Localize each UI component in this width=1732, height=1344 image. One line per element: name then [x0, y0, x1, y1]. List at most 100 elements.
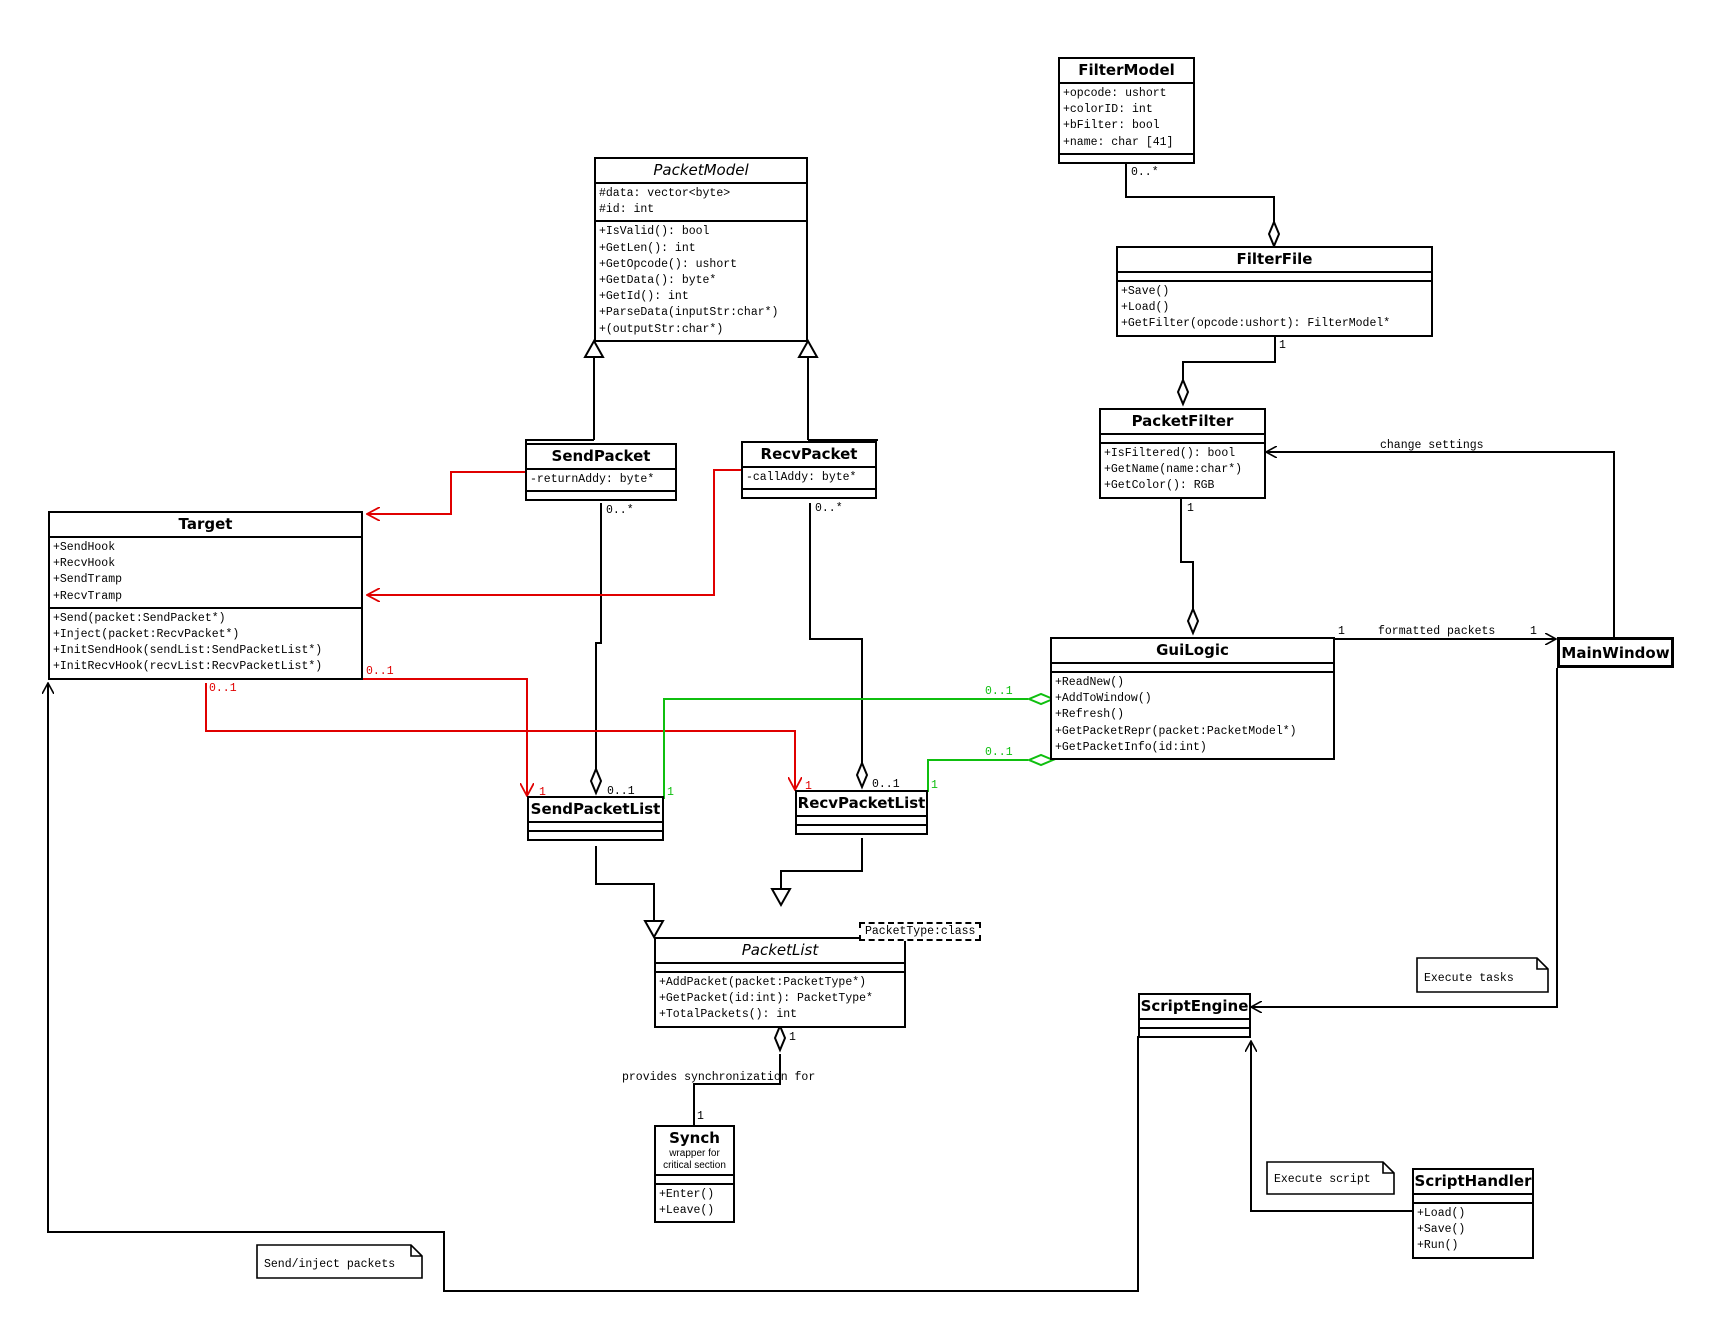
operation: +Send(packet:SendPacket*) — [53, 611, 226, 625]
class-send-packet[interactable]: SendPacket -returnAddy: byte* — [525, 443, 677, 502]
operation: +IsFiltered(): bool — [1104, 447, 1236, 460]
note-text: Execute script — [1274, 1173, 1371, 1186]
note-text: Execute tasks — [1424, 972, 1514, 985]
operations-compartment — [1140, 1027, 1249, 1036]
association-label: provides synchronization for — [622, 1071, 816, 1084]
class-name: Synch — [669, 1129, 720, 1147]
operation: +GetPacket(id:int): PacketType* — [659, 992, 873, 1006]
class-recv-packet[interactable]: RecvPacket -callAddy: byte* — [741, 441, 877, 500]
multiplicity-label: 1 — [1187, 502, 1194, 515]
se-target-send-inject — [48, 683, 1139, 1292]
operation: +GetColor(): RGB — [1104, 479, 1215, 493]
operation: +GetOpcode(): ushort — [599, 257, 738, 271]
operation: +GetId(): int — [599, 290, 689, 304]
multiplicity-label: 1 — [697, 1110, 704, 1123]
multiplicity-label: 1 — [805, 780, 812, 793]
multiplicity-label: 1 — [931, 779, 938, 792]
note-frame — [1266, 1161, 1395, 1195]
operation: +(outputStr:char*) — [599, 322, 724, 336]
attribute: -callAddy: byte* — [746, 471, 857, 484]
stereotype-line: wrapper for — [669, 1148, 720, 1159]
operation: +GetData(): byte* — [599, 274, 717, 288]
attribute: +opcode: ushort — [1063, 87, 1167, 100]
multiplicity-label: 0..1 — [607, 785, 635, 798]
class-name: FilterModel — [1078, 61, 1175, 79]
class-name: MainWindow — [1561, 644, 1670, 662]
operation: +InitRecvHook(recvList:RecvPacketList*) — [53, 660, 323, 674]
operation: +GetPacketRepr(packet:PacketModel*) — [1055, 724, 1297, 738]
note-execute-script: Execute script — [1266, 1161, 1395, 1195]
class-send-packet-list[interactable]: SendPacketList — [527, 796, 664, 841]
operation: +GetName(name:char*) — [1104, 463, 1243, 477]
attributes-compartment — [1118, 271, 1431, 280]
spl-pl-generalization — [595, 846, 665, 940]
ff-pf-aggregation — [1176, 334, 1276, 407]
note-frame — [1416, 957, 1549, 993]
pf-gl-aggregation — [1180, 499, 1200, 636]
class-packet-list[interactable]: PacketList +AddPacket(packet:PacketType*… — [654, 937, 906, 1028]
attribute: +name: char [41] — [1063, 135, 1174, 149]
operations-compartment: +Send(packet:SendPacket*) +Inject(packet… — [50, 606, 361, 678]
operation: +TotalPackets(): int — [659, 1008, 798, 1022]
class-name: Target — [178, 515, 233, 533]
class-target[interactable]: Target +SendHook +RecvHook +SendTramp +R… — [48, 511, 363, 680]
attributes-compartment — [1052, 662, 1333, 671]
stereotype-line: critical section — [663, 1160, 726, 1171]
multiplicity-label: 1 — [539, 786, 546, 799]
operation: +Load() — [1417, 1207, 1466, 1220]
attribute: +SendHook — [53, 541, 116, 554]
class-packet-model[interactable]: PacketModel #data: vector<byte> #id: int… — [594, 157, 808, 342]
association-label: formatted packets — [1378, 625, 1496, 638]
operation: +AddPacket(packet:PacketType*) — [659, 976, 867, 989]
multiplicity-label: 0..* — [815, 502, 843, 515]
attribute: -returnAddy: byte* — [530, 473, 655, 486]
operation: +Save() — [1417, 1223, 1466, 1237]
class-script-engine[interactable]: ScriptEngine — [1138, 993, 1251, 1038]
attributes-compartment: #data: vector<byte> #id: int — [596, 182, 806, 220]
operation: +GetPacketInfo(id:int) — [1055, 740, 1207, 754]
attributes-compartment: +SendHook +RecvHook +SendTramp +RecvTram… — [50, 536, 361, 607]
multiplicity-label: 0..1 — [872, 778, 900, 791]
multiplicity-label: 1 — [667, 786, 674, 799]
class-script-handler[interactable]: ScriptHandler +Load() +Save() +Run() — [1412, 1168, 1534, 1259]
class-recv-packet-list[interactable]: RecvPacketList — [795, 790, 928, 835]
multiplicity-label: 0..1 — [366, 665, 394, 678]
attributes-compartment — [656, 1174, 733, 1183]
class-name: ScriptHandler — [1414, 1172, 1532, 1190]
multiplicity-label: 0..1 — [985, 746, 1013, 759]
attributes-compartment — [1101, 433, 1264, 442]
class-filter-model[interactable]: FilterModel +opcode: ushort +colorID: in… — [1058, 57, 1195, 164]
class-filter-file[interactable]: FilterFile +Save() +Load() +GetFilter(op… — [1116, 246, 1433, 337]
attributes-compartment: -callAddy: byte* — [743, 466, 875, 488]
class-name: FilterFile — [1236, 250, 1313, 268]
class-gui-logic[interactable]: GuiLogic +ReadNew() +AddToWindow() +Refr… — [1050, 637, 1335, 761]
operation: +AddToWindow() — [1055, 692, 1152, 706]
attribute: +colorID: int — [1063, 103, 1153, 117]
operation: +ParseData(inputStr:char*) — [599, 306, 779, 320]
pm-generalization — [583, 338, 819, 440]
association-label: change settings — [1380, 439, 1484, 452]
mw-se-execute-tasks — [1251, 668, 1558, 1007]
operations-compartment: +Save() +Load() +GetFilter(opcode:ushort… — [1118, 280, 1431, 335]
pl-synch-aggregation — [693, 1023, 787, 1125]
operations-compartment: +Enter() +Leave() — [656, 1183, 733, 1221]
operation: +Run() — [1417, 1239, 1459, 1253]
sh-se-execute-script — [1251, 1041, 1412, 1212]
class-synch[interactable]: Synch wrapper for critical section +Ente… — [654, 1125, 735, 1224]
operation: +Load() — [1121, 301, 1170, 315]
attributes-compartment — [1414, 1193, 1532, 1202]
attributes-compartment: -returnAddy: byte* — [527, 468, 675, 490]
class-name: PacketModel — [653, 161, 749, 179]
class-main-window[interactable]: MainWindow — [1557, 637, 1674, 668]
multiplicity-label: 0..1 — [985, 685, 1013, 698]
operation: +IsValid(): bool — [599, 225, 710, 239]
sp-spl-aggregation — [589, 503, 603, 796]
operation: +GetLen(): int — [599, 241, 696, 255]
class-packet-filter[interactable]: PacketFilter +IsFiltered(): bool +GetNam… — [1099, 408, 1266, 499]
operation: +Refresh() — [1055, 708, 1125, 722]
attribute: +RecvHook — [53, 557, 116, 571]
class-name: RecvPacketList — [797, 794, 926, 812]
class-name: PacketFilter — [1131, 412, 1234, 430]
multiplicity-label: 1 — [1338, 625, 1345, 638]
